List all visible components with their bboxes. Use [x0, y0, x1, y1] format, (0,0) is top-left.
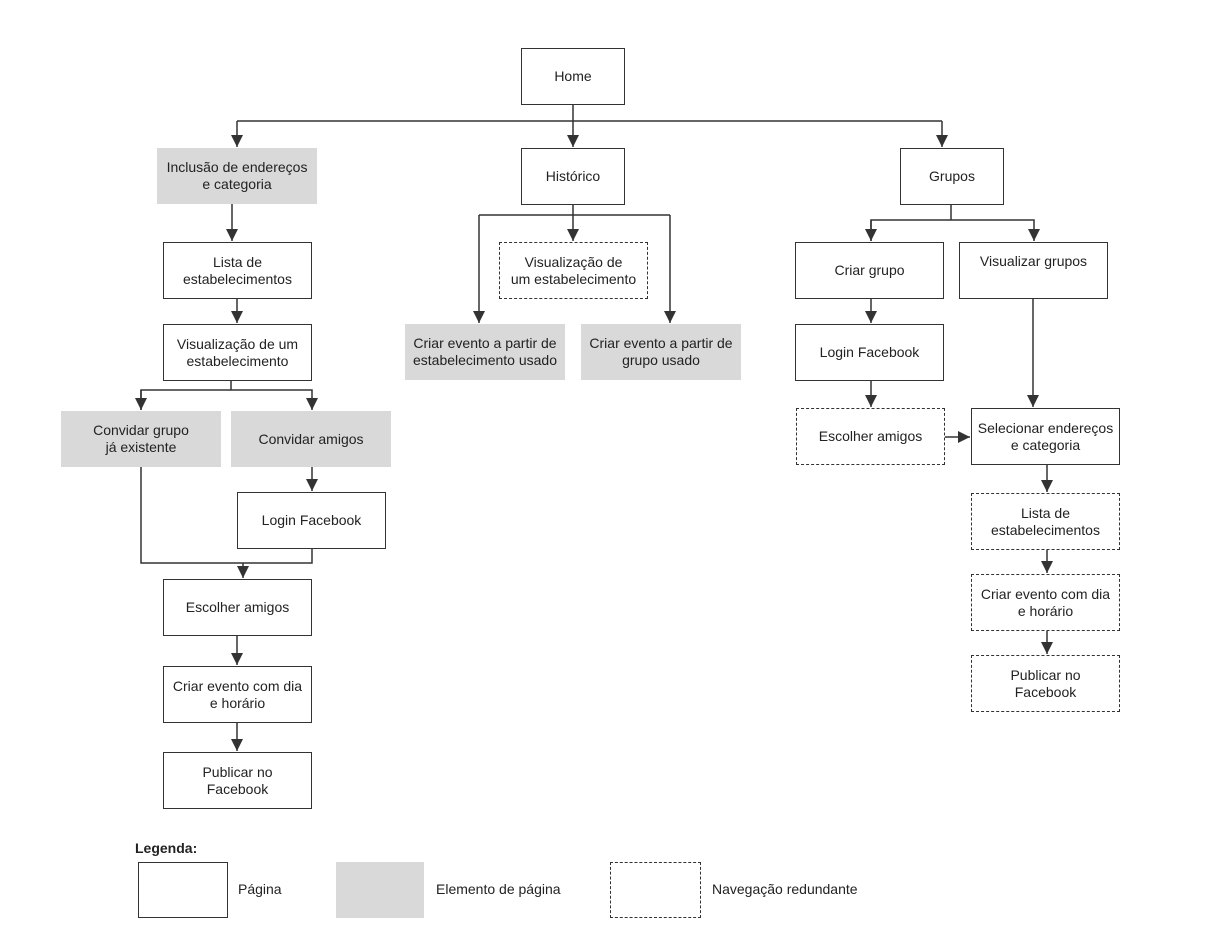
node-grupos: Grupos — [900, 148, 1004, 205]
node-selecionar-enderecos: Selecionar endereços e categoria — [971, 408, 1120, 465]
node-convidar-grupo: Convidar grupo já existente — [61, 411, 221, 467]
edge-login-merge — [243, 549, 313, 564]
legend-swatch-element — [336, 862, 424, 918]
legend-label-page: Página — [238, 881, 282, 897]
node-visualizacao-historico: Visualização de um estabelecimento — [499, 242, 648, 299]
node-escolher-amigos: Escolher amigos — [163, 579, 312, 636]
node-criar-evento-grupo: Criar evento a partir de grupo usado — [581, 324, 741, 380]
node-escolher-amigos-grupo: Escolher amigos — [796, 408, 945, 465]
node-visualizar-grupos: Visualizar grupos — [959, 242, 1108, 299]
node-login-facebook-grupo: Login Facebook — [795, 324, 944, 381]
node-inclusao-enderecos: Inclusão de endereços e categoria — [157, 148, 317, 204]
edge-convidar-grupo-merge — [140, 467, 243, 564]
node-publicar-facebook: Publicar no Facebook — [163, 752, 312, 809]
edge-grupos-visualizar — [870, 219, 1040, 241]
legend-title: Legenda: — [135, 840, 198, 856]
legend-label-element: Elemento de página — [436, 881, 561, 897]
node-criar-grupo: Criar grupo — [795, 242, 944, 299]
node-publicar-facebook-grupo: Publicar no Facebook — [971, 655, 1120, 712]
node-criar-evento: Criar evento com dia e horário — [163, 666, 312, 723]
legend-label-redundant: Navegação redundante — [712, 881, 858, 897]
node-home: Home — [521, 48, 625, 105]
legend-swatch-page — [138, 862, 228, 918]
node-criar-evento-grupo-dia: Criar evento com dia e horário — [971, 574, 1120, 631]
edge-visualizacao-convidar-amigos — [140, 389, 318, 410]
node-visualizacao-estabelecimento: Visualização de um estabelecimento — [163, 324, 312, 381]
node-lista-estabelecimentos-grupo: Lista de estabelecimentos — [971, 493, 1120, 550]
node-lista-estabelecimentos: Lista de estabelecimentos — [163, 242, 312, 299]
node-criar-evento-estabelecimento: Criar evento a partir de estabelecimento… — [405, 324, 565, 380]
node-convidar-amigos: Convidar amigos — [231, 411, 391, 467]
legend-swatch-redundant — [610, 862, 701, 918]
node-login-facebook: Login Facebook — [237, 492, 386, 549]
node-historico: Histórico — [521, 148, 625, 205]
